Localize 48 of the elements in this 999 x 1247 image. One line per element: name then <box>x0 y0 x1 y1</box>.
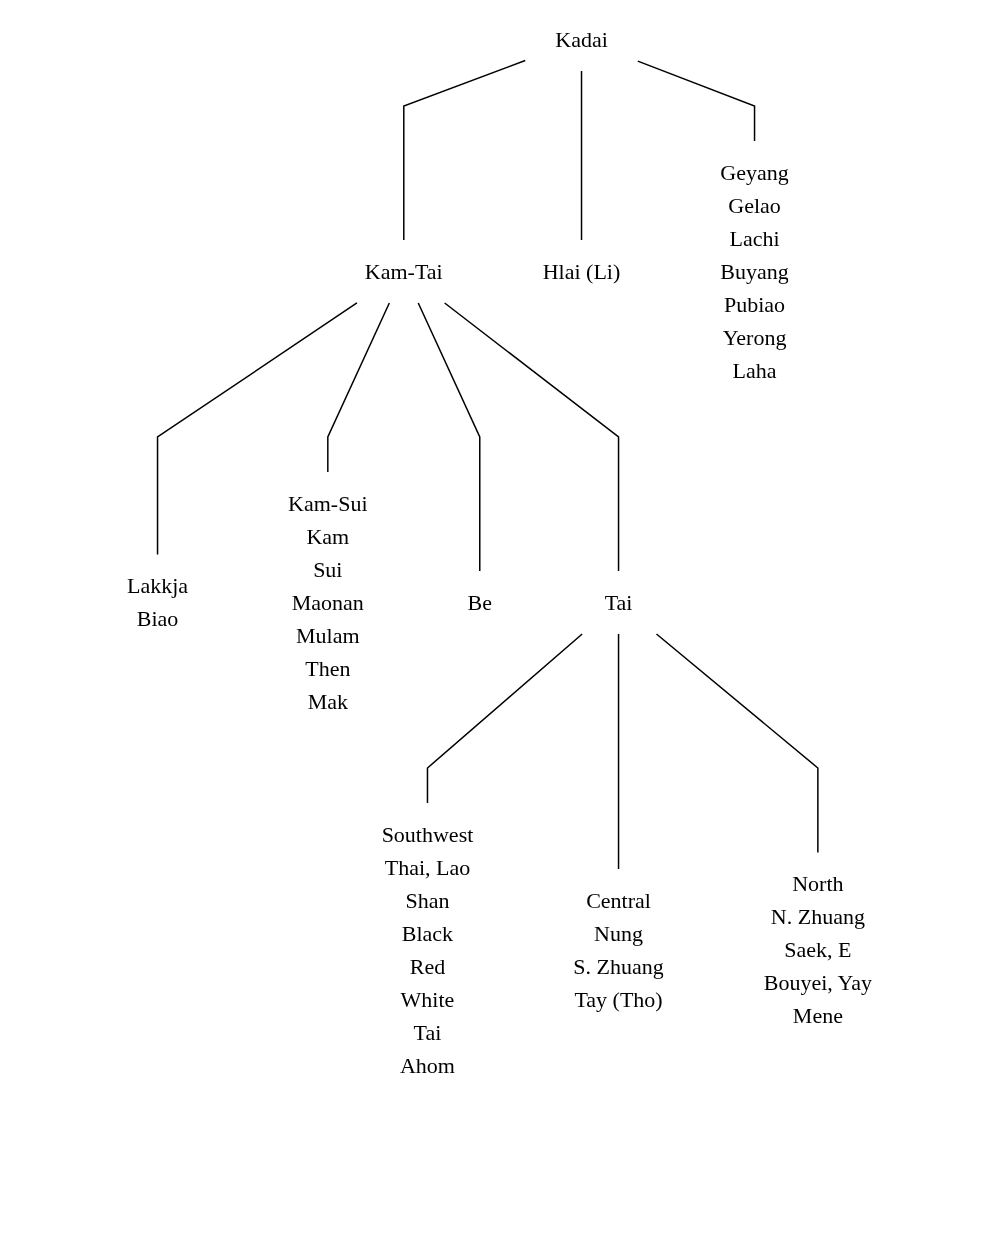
node-label: Then <box>305 655 351 681</box>
node-text: Hlai (Li) <box>542 259 621 284</box>
node-label: Mulam <box>296 622 360 648</box>
connector <box>617 633 620 870</box>
node-label: Yerong <box>722 325 787 350</box>
connector <box>580 70 583 241</box>
node-label: Thai, Lao <box>384 854 471 880</box>
node-text: Central <box>586 887 651 913</box>
connector <box>443 302 620 572</box>
node-text: Kadai <box>555 27 608 52</box>
node-text: Kam-Sui <box>288 490 368 516</box>
node-label: Red <box>409 953 446 979</box>
node-text: Lakkja <box>127 573 189 599</box>
connector <box>417 302 481 572</box>
node-label: Tai <box>413 1019 442 1045</box>
connector <box>637 60 756 142</box>
connector <box>426 633 583 804</box>
node-label: Saek, E <box>784 937 852 963</box>
node-label: Pubiao <box>723 292 786 317</box>
node-text: Kam-Tai <box>364 259 443 284</box>
node-text: Geyang <box>720 160 789 185</box>
node-label: N. Zhuang <box>770 904 865 930</box>
node-label: Tay (Tho) <box>574 986 663 1012</box>
node-label: Gelao <box>728 193 781 218</box>
node-label: Black <box>401 920 454 946</box>
node-label: Mene <box>792 1003 843 1029</box>
connector <box>327 302 391 473</box>
node-label: White <box>400 986 455 1012</box>
node-label: Maonan <box>291 589 364 615</box>
node-text: Tai <box>604 589 633 615</box>
node-text: Be <box>467 589 493 615</box>
node-label: Kam <box>306 523 350 549</box>
node-text: Southwest <box>381 821 474 847</box>
node-text: North <box>792 871 844 897</box>
node-label: Sui <box>313 556 343 582</box>
node-label: Mak <box>307 688 348 714</box>
node-label: Nung <box>594 920 643 946</box>
node-label: Bouyei, Yay <box>763 970 872 996</box>
connector <box>655 633 819 854</box>
node-label: Buyang <box>720 259 789 284</box>
connector <box>156 302 358 556</box>
node-label: S. Zhuang <box>573 953 664 979</box>
node-label: Biao <box>136 606 179 632</box>
node-label: Laha <box>732 357 777 383</box>
connector <box>403 59 527 241</box>
node-label: Lachi <box>729 226 780 251</box>
node-label: Shan <box>405 887 450 913</box>
node-label: Ahom <box>399 1052 455 1078</box>
